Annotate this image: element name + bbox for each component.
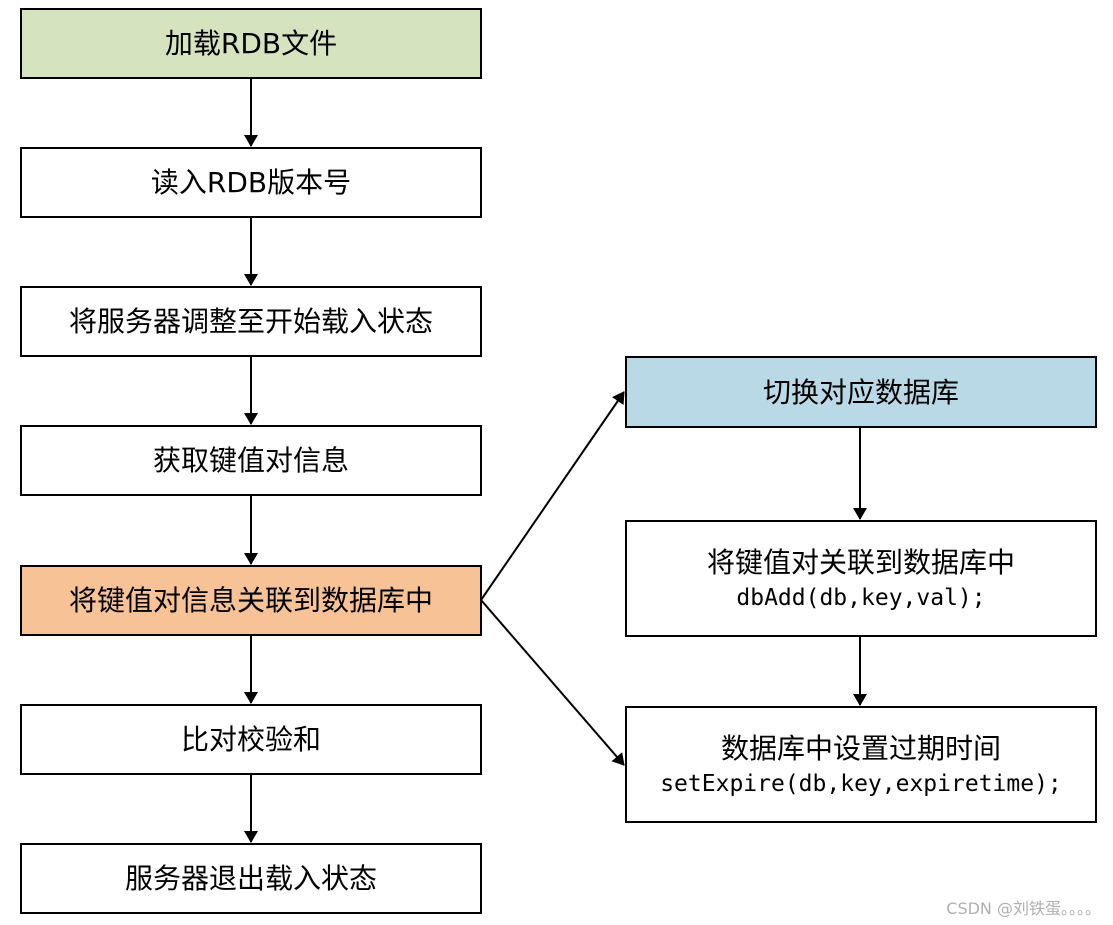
step-get-kv: 获取键值对信息	[20, 425, 482, 496]
step-read-version-label: 读入RDB版本号	[150, 166, 352, 199]
arrow-associate-to-switch	[480, 391, 625, 601]
step-db-add: 将键值对关联到数据库中 dbAdd(db,key,val);	[625, 520, 1097, 637]
step-read-version: 读入RDB版本号	[20, 147, 482, 218]
step-load-rdb-label: 加载RDB文件	[164, 27, 338, 60]
step-set-loading: 将服务器调整至开始载入状态	[20, 286, 482, 357]
step-db-add-title: 将键值对关联到数据库中	[706, 545, 1015, 579]
arrow-associate-to-expire	[480, 599, 625, 766]
step-associate-kv-label: 将键值对信息关联到数据库中	[68, 584, 433, 617]
step-exit-loading: 服务器退出载入状态	[20, 843, 482, 914]
step-set-expire: 数据库中设置过期时间 setExpire(db,key,expiretime);	[625, 706, 1097, 823]
step-checksum-label: 比对校验和	[180, 723, 321, 756]
step-set-loading-label: 将服务器调整至开始载入状态	[68, 305, 433, 338]
step-load-rdb: 加载RDB文件	[20, 8, 482, 79]
step-associate-kv: 将键值对信息关联到数据库中	[20, 565, 482, 636]
step-exit-loading-label: 服务器退出载入状态	[124, 862, 377, 895]
step-get-kv-label: 获取键值对信息	[152, 444, 349, 477]
step-switch-db: 切换对应数据库	[625, 356, 1097, 428]
step-db-add-code: dbAdd(db,key,val);	[736, 584, 986, 611]
step-checksum: 比对校验和	[20, 704, 482, 775]
step-set-expire-code: setExpire(db,key,expiretime);	[660, 770, 1062, 797]
step-switch-db-label: 切换对应数据库	[762, 375, 959, 409]
step-set-expire-title: 数据库中设置过期时间	[720, 731, 1001, 765]
watermark: CSDN @刘铁蛋。。。。	[946, 899, 1101, 918]
